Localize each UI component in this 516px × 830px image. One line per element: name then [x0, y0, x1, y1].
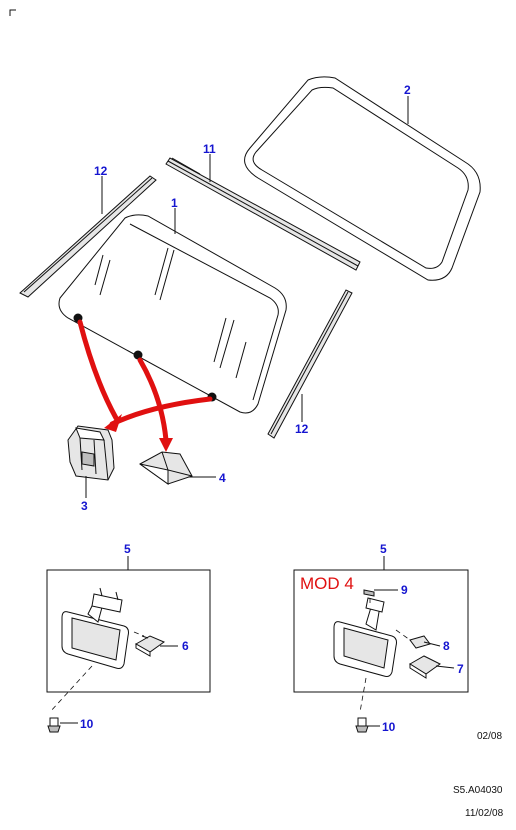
screw-left [47, 717, 61, 733]
callout-5-right: 5 [380, 542, 387, 556]
callout-7: 7 [457, 662, 464, 676]
revision-code: 02/08 [477, 731, 502, 742]
part-1-windscreen-glass [58, 214, 287, 414]
callout-6: 6 [182, 639, 189, 653]
corner-mark [9, 9, 16, 16]
detail-box-standard-mirror [46, 569, 211, 713]
variant-label: MOD 4 [300, 574, 354, 593]
callout-8: 8 [443, 639, 450, 653]
leader-lines [60, 96, 455, 727]
part-12-side-moulding-right [267, 289, 353, 439]
callout-12-upper: 12 [94, 164, 108, 178]
callout-10-left: 10 [80, 717, 94, 731]
callout-9: 9 [401, 583, 408, 597]
callout-10-right: 10 [382, 720, 396, 734]
part-3-mirror-bracket [67, 425, 115, 481]
part-12-side-moulding-left [19, 175, 157, 298]
callout-5-left: 5 [124, 542, 131, 556]
callout-3: 3 [81, 499, 88, 513]
screw-right [355, 717, 369, 733]
callout-2: 2 [404, 83, 411, 97]
callout-12-lower: 12 [295, 422, 309, 436]
part-11-upper-moulding [165, 157, 361, 271]
detail-box-mod4-mirror [293, 569, 469, 713]
location-arrows [77, 319, 213, 452]
part-2-windscreen-seal [244, 76, 481, 281]
callout-11: 11 [203, 142, 216, 156]
drawing-id: S5.A04030 [453, 785, 503, 796]
drawing-date: 11/02/08 [465, 808, 504, 819]
part-4-sensor-housing [139, 451, 193, 485]
callout-numbers: 1 2 3 4 5 5 6 7 8 9 10 10 11 12 12 [80, 83, 464, 734]
callout-4: 4 [219, 471, 226, 485]
callout-1: 1 [171, 196, 178, 210]
